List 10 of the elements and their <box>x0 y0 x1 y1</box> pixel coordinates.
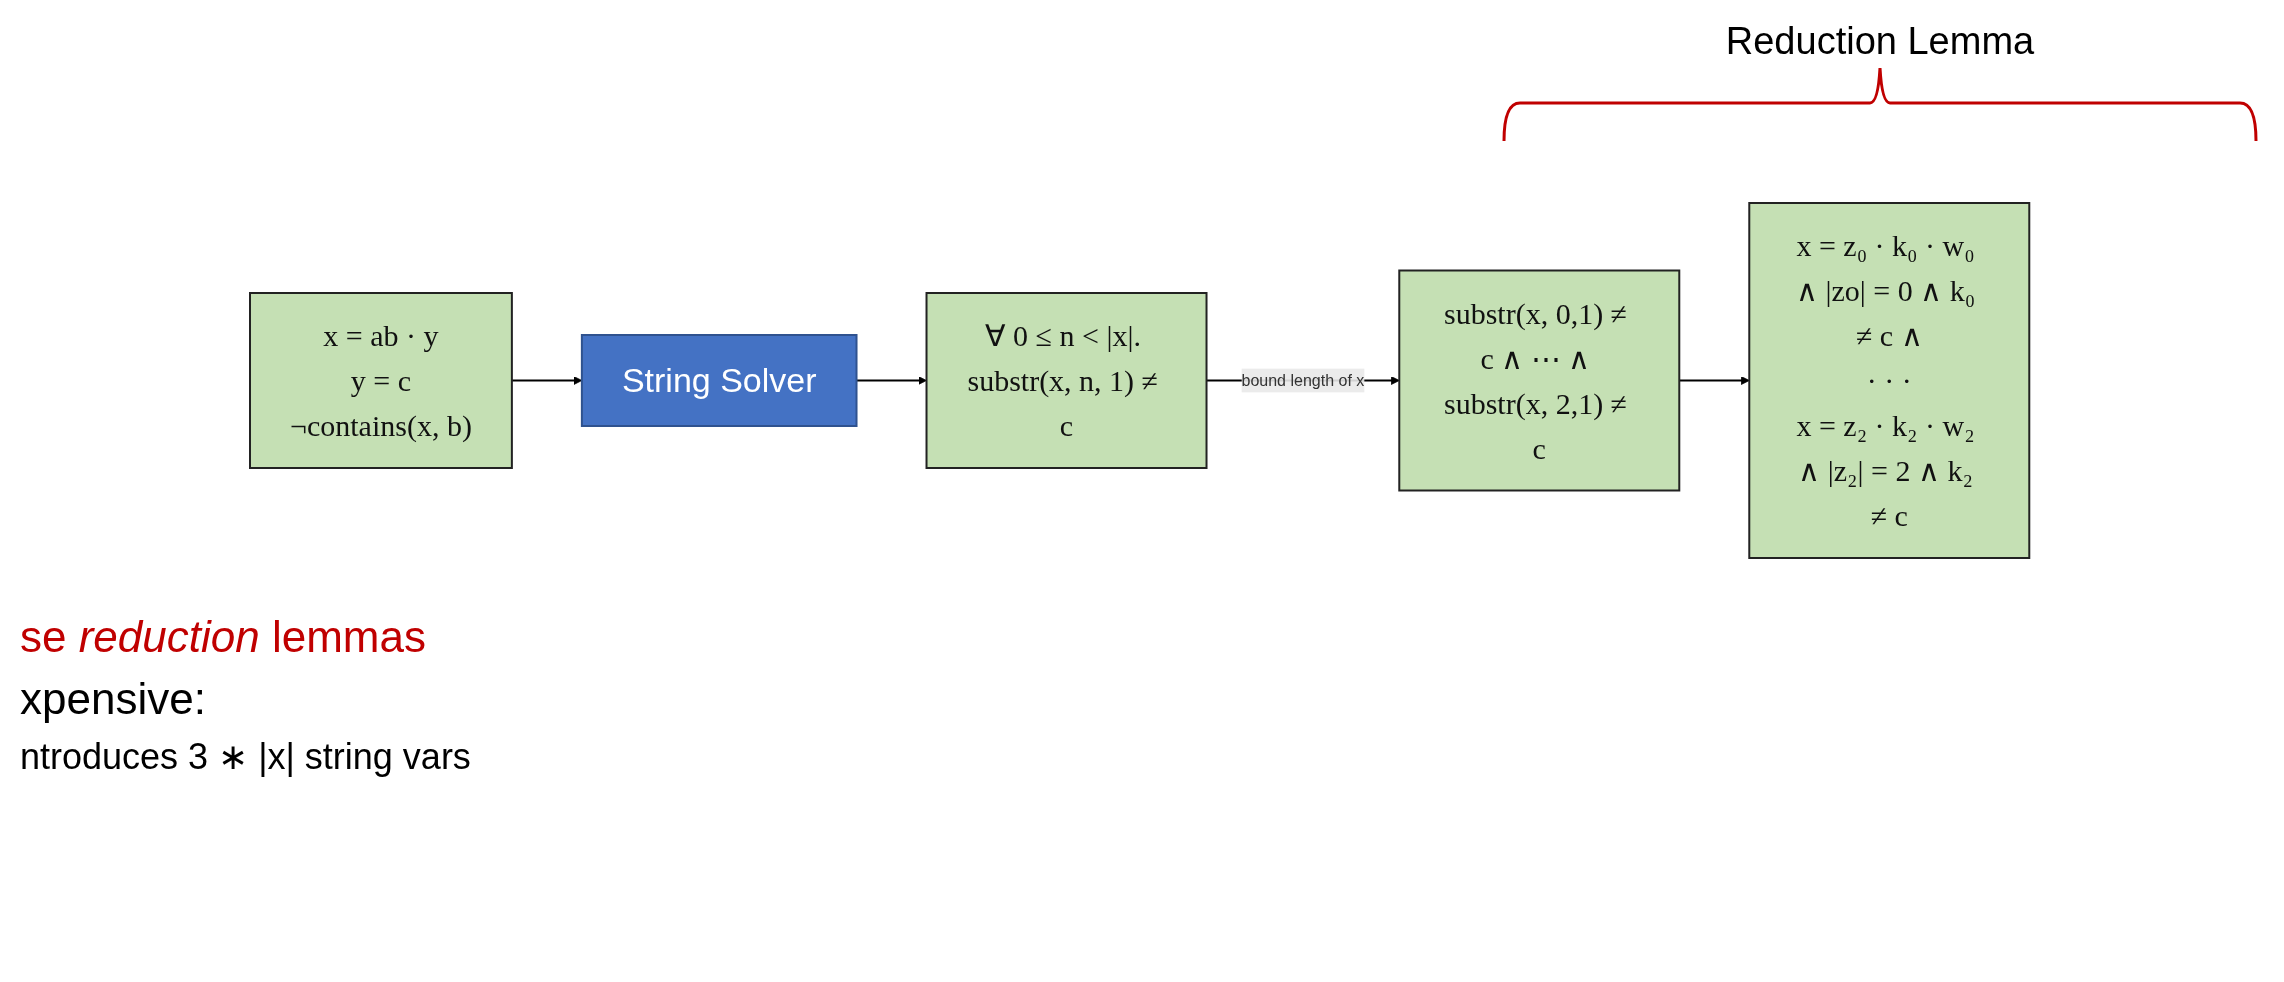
sub-bullet-text: ntroduces 3 ∗ |x| string vars <box>20 736 471 778</box>
node-box: x = z₀ · k₀ · w₀ ∧ |zo| = 0 ∧ k₀ ≠ c ∧ · · · x = z₂ · k₂ · w₂ ∧ |z₂| = 2 ∧ k₂ ≠ c <box>1748 201 2031 559</box>
node-box: ∀ 0 ≤ n < |x|. substr(x, n, 1) ≠ c <box>925 291 1208 469</box>
bullet-text: se reduction lemmas <box>20 612 427 662</box>
node-box: x = ab · y y = c ¬contains(x, b) <box>249 291 514 469</box>
bullet-text: xpensive: <box>20 674 207 724</box>
node-box: substr(x, 0,1) ≠ c ∧ ⋯ ∧ substr(x, 2,1) ≠ c <box>1398 269 1681 491</box>
brace-label: Reduction Lemma <box>1725 20 2035 63</box>
node-box: String Solver <box>581 333 858 427</box>
edge-label: bound length of x <box>1241 371 1365 388</box>
